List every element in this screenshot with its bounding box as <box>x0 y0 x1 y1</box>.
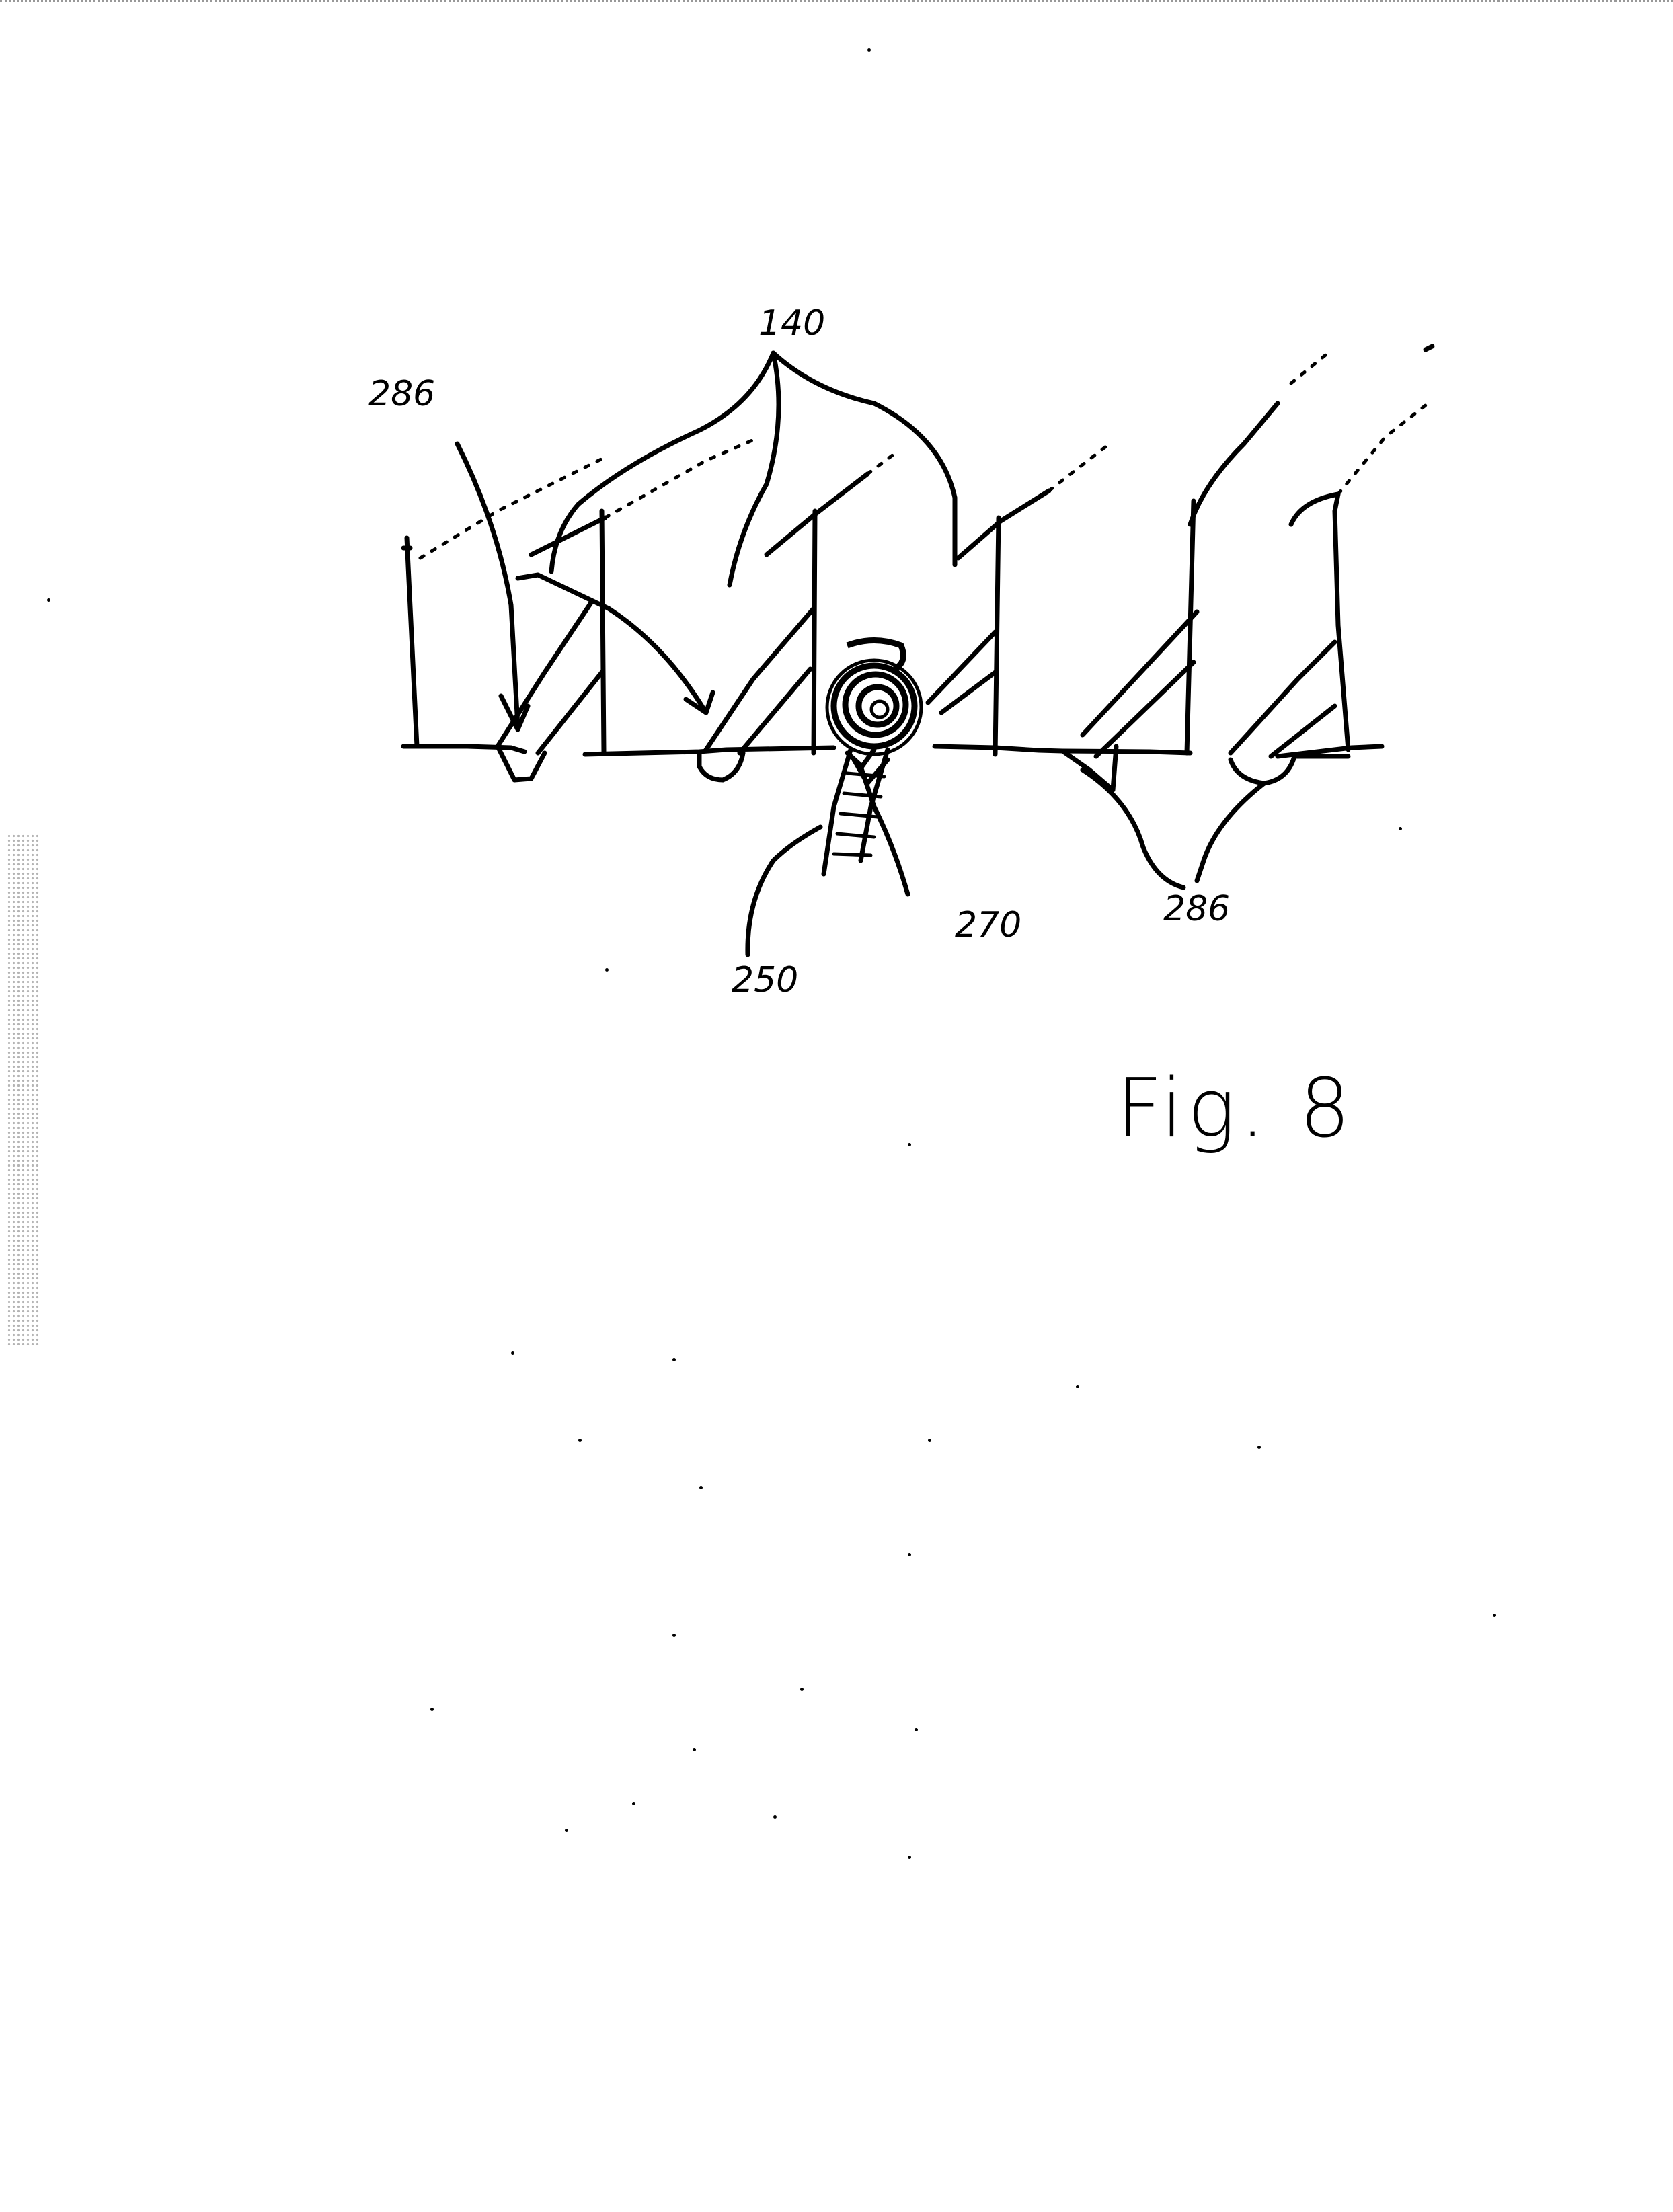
scan-speck <box>511 1351 514 1355</box>
leader-250 <box>745 824 823 957</box>
blade-2-edge <box>599 508 607 756</box>
blade-3-edge <box>811 508 818 756</box>
element-270-scribble <box>825 637 923 756</box>
scan-speck <box>867 48 871 52</box>
scan-speck <box>928 1439 931 1442</box>
blade-6-leading <box>1288 491 1341 527</box>
scan-speck <box>605 968 609 972</box>
blade-5-leading <box>1188 401 1280 527</box>
scan-speck <box>693 1748 696 1751</box>
scan-speck <box>632 1802 635 1805</box>
blade-5-slant-b <box>1093 660 1196 759</box>
blade-6-slant-a <box>1228 639 1337 756</box>
scan-speck <box>908 1143 911 1146</box>
scan-speck <box>1076 1385 1079 1388</box>
leader-140-b <box>727 350 781 588</box>
scan-speck <box>1257 1446 1261 1449</box>
blade-3-rounded-root <box>697 750 746 783</box>
blade-6-slant-b <box>1268 703 1337 759</box>
scan-speck <box>699 1486 703 1489</box>
blade-6-top-dashed <box>1336 398 1434 496</box>
blade-3-leading <box>764 471 870 557</box>
scan-speck <box>1399 827 1402 830</box>
blade-5-edge <box>1184 498 1196 756</box>
base-line <box>401 744 1385 759</box>
scan-speck <box>908 1553 911 1556</box>
blade-2-notch <box>495 744 547 783</box>
blade-5-top-dashed <box>1289 351 1330 385</box>
reference-numeral-286-top: 286 <box>368 374 436 414</box>
reference-numeral-270: 270 <box>955 905 1022 945</box>
blade-1-edge <box>404 535 420 749</box>
blade-3-top-dashed <box>865 452 896 476</box>
blade-5-slant-a <box>1080 609 1200 738</box>
figure-caption: Fig. 8 <box>1116 1062 1355 1156</box>
blade-3-slant-b <box>737 666 813 756</box>
leader-286-bottom-b <box>1194 781 1267 883</box>
scan-speck <box>565 1829 568 1832</box>
blade-6-rounded-root <box>1228 754 1351 786</box>
fax-header-strip <box>0 0 1673 7</box>
reference-numeral-286-bottom: 286 <box>1163 889 1231 929</box>
scan-speck <box>430 1708 434 1711</box>
element-250-ladder <box>821 747 890 877</box>
leader-286-bottom-a <box>1080 767 1186 890</box>
scan-speck <box>672 1634 676 1637</box>
blade-6-far-tip <box>1423 344 1435 352</box>
leader-286-top-b <box>515 572 709 715</box>
leader-286-top-a-arrow <box>498 693 531 732</box>
scan-speck <box>1493 1614 1496 1617</box>
blade-4-slant-a <box>925 629 998 705</box>
blade-4-leading <box>956 488 1052 561</box>
scan-speck <box>47 598 50 602</box>
blade-2-top-dashed <box>603 435 762 520</box>
blade-6-edge <box>1332 491 1351 752</box>
leader-286-top-b-arrow <box>683 690 715 715</box>
reference-numeral-250: 250 <box>732 960 799 1000</box>
scan-speck <box>578 1439 582 1442</box>
scan-speck <box>800 1688 804 1691</box>
scan-speck <box>908 1856 911 1859</box>
scan-speck <box>672 1358 676 1361</box>
blade-4-top-dashed <box>1047 442 1112 493</box>
reference-numeral-140: 140 <box>758 303 826 344</box>
blade-1-top-dashed <box>418 455 607 560</box>
blade-3-slant-a <box>703 606 816 752</box>
scan-stamp-vertical <box>7 834 39 1345</box>
blade-2-leading <box>529 515 608 557</box>
blade-4-slant-b <box>939 670 998 715</box>
blade-2-slant-b <box>535 670 605 756</box>
leader-140-c <box>771 350 958 567</box>
leader-270 <box>858 764 910 897</box>
leader-140-a <box>549 350 776 574</box>
blade-4-edge <box>993 515 1001 757</box>
scan-speck <box>915 1728 918 1731</box>
blade-5-notch <box>1060 744 1119 793</box>
leader-286-top-a <box>455 441 520 729</box>
scan-speck <box>773 1815 777 1819</box>
